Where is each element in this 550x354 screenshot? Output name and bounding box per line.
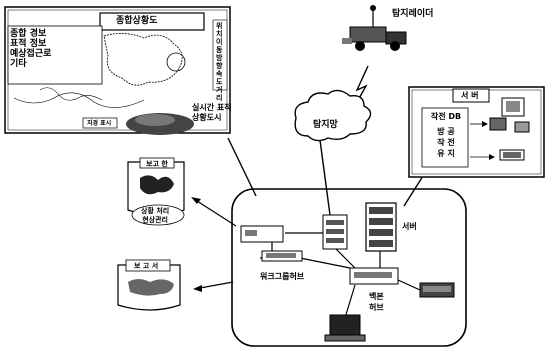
doc1-illustration: [127, 157, 185, 226]
map-left-line-1: 종합 경보: [10, 29, 47, 39]
lan-boundary: [231, 188, 467, 347]
map-panel-frame: [4, 6, 231, 135]
arrow-doc1: [196, 200, 237, 227]
map-right-line-3: 속도: [216, 70, 223, 86]
workgroup-hub-label: 워크그룹허브: [260, 272, 305, 281]
arrow-doc2: [199, 281, 234, 289]
map-bottom-tag: 지경 표시: [87, 120, 112, 127]
network-label: 탐지망: [313, 120, 338, 130]
map-right-line-2: 이동방향: [216, 38, 223, 70]
server-line-3: 작 전: [437, 138, 455, 147]
map-panel-title: 종합상황도: [116, 16, 158, 26]
map-left-line-2: 표적 정보: [10, 39, 47, 49]
network-cloud: [294, 89, 372, 142]
doc2-title: 보 고 서: [134, 262, 159, 270]
server-panel-list: 작전 DB 방 공 작 전 유 지: [426, 111, 466, 159]
doc1-title: 보고 한: [146, 160, 168, 168]
doc2-illustration: [117, 259, 181, 311]
backbone-hub-label: 백본 허브: [369, 292, 384, 312]
server-line-2: 방 공: [437, 127, 455, 136]
realtime-label: 실시간 표적 상황도시: [192, 103, 232, 122]
server-panel-title: 서 버: [461, 91, 479, 100]
server-line-1: 작전 DB: [430, 112, 462, 121]
map-right-text: 위치 이동방향 속도 거리: [216, 22, 228, 102]
link-map-lan: [227, 137, 257, 197]
server-line-4: 유 지: [437, 149, 455, 158]
doc1-caption: 상황 처리 현상관리: [141, 207, 170, 224]
server-panel-frame: [408, 86, 545, 178]
map-right-line-4: 거리: [216, 86, 223, 102]
lan-devices: [240, 202, 455, 342]
map-right-line-1: 위치: [216, 22, 223, 38]
map-left-line-4: 기타: [10, 59, 27, 69]
radar-label: 탐지레이더: [392, 9, 434, 19]
map-left-line-3: 예상접근로: [10, 49, 52, 59]
radar-vehicle: [342, 5, 407, 51]
map-left-text: 종합 경보 표적 정보 예상접근로 기타: [10, 29, 51, 69]
server-label: 서버: [402, 222, 417, 231]
link-network-lan: [319, 139, 331, 216]
